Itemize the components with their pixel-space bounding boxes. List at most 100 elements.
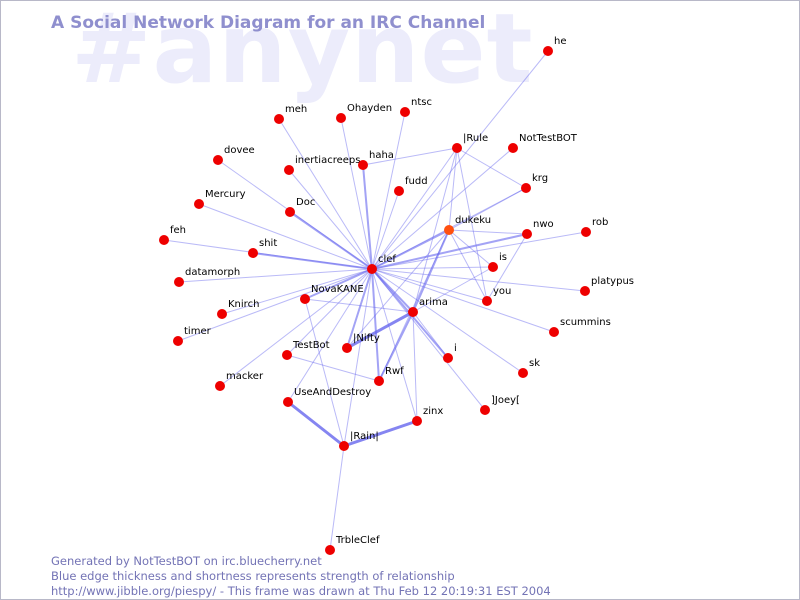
- node-label: UseAndDestroy: [294, 387, 371, 398]
- edge-clef-platypus: [371, 268, 586, 292]
- edge-clef-shit: [252, 252, 373, 270]
- node-dot: [284, 165, 294, 175]
- node-label: dukeku: [455, 215, 491, 226]
- node-irule: |Rule: [452, 133, 488, 153]
- edge-arima-rwf: [378, 311, 414, 382]
- edge-dukeku-nwo: [448, 229, 528, 235]
- edge-clef-irule: [371, 147, 458, 270]
- node-rob: rob: [581, 217, 608, 237]
- node-you: you: [482, 286, 511, 306]
- edge-irule-dukeku: [448, 147, 458, 231]
- node-mercury: Mercury: [194, 189, 246, 209]
- node-label: arima: [419, 297, 448, 308]
- node-novakane: NovaKANE: [300, 284, 364, 304]
- node-dot: [358, 160, 368, 170]
- node-label: is: [499, 252, 507, 263]
- node-label: zinx: [423, 406, 443, 417]
- node-label: dovee: [224, 145, 255, 156]
- node-arima: arima: [408, 297, 448, 317]
- edge-nwo-you: [486, 233, 528, 302]
- edge-dukeku-you: [448, 229, 488, 302]
- node-timer: timer: [173, 326, 212, 346]
- node-dot: [285, 207, 295, 217]
- node-doc: Doc: [285, 197, 315, 217]
- node-dot: [159, 235, 169, 245]
- node-nottestbot: NotTestBOT: [508, 133, 578, 153]
- edge-clef-scummins: [371, 268, 555, 333]
- edge-irule-you: [456, 147, 488, 302]
- node-label: nwo: [533, 219, 554, 230]
- edge-haha-irule: [362, 147, 458, 166]
- node-dot: [480, 405, 490, 415]
- node-dot: [174, 277, 184, 287]
- edge-arima-nifty: [345, 310, 415, 350]
- node-label: shit: [259, 238, 277, 249]
- node-dot: [444, 225, 454, 235]
- node-dot: [580, 286, 590, 296]
- node-label: datamorph: [185, 267, 240, 278]
- node-label: feh: [170, 225, 186, 236]
- node-dot: [394, 186, 404, 196]
- edge-clef-he: [371, 50, 549, 270]
- node-is: is: [488, 252, 507, 272]
- edge-layer: [163, 50, 587, 551]
- node-label: Knirch: [228, 299, 259, 310]
- node-inertiacreeps: inertiacreeps: [284, 155, 360, 175]
- edge-clef-knirch: [221, 268, 373, 315]
- node-joey: ]Joey[: [480, 395, 520, 415]
- node-label: macker: [226, 371, 264, 382]
- node-dot: [282, 350, 292, 360]
- edge-arima-i: [412, 311, 449, 359]
- node-i: i: [443, 343, 457, 363]
- node-dot: [325, 545, 335, 555]
- edge-clef-macker: [219, 268, 373, 387]
- edge-clef-joey: [371, 268, 486, 411]
- edge-rain-novakane: [304, 298, 345, 447]
- node-dot: [248, 248, 258, 258]
- edge-clef-timer: [177, 268, 373, 342]
- node-feh: feh: [159, 225, 186, 245]
- node-dot: [443, 353, 453, 363]
- node-macker: macker: [215, 371, 264, 391]
- edge-clef-dukeku: [371, 229, 450, 270]
- node-label: TestBot: [292, 340, 330, 351]
- node-label: ntsc: [411, 97, 432, 108]
- footer-legend: Blue edge thickness and shortness repres…: [51, 569, 455, 583]
- edge-arima-novakane: [304, 298, 414, 313]
- edge-irule-arima: [412, 147, 458, 313]
- node-haha: haha: [358, 150, 394, 170]
- edge-clef-haha: [362, 164, 373, 270]
- node-krg: krg: [521, 173, 548, 193]
- node-zinx: zinx: [412, 406, 443, 426]
- node-dot: [488, 262, 498, 272]
- edge-clef-meh: [278, 118, 373, 270]
- node-platypus: platypus: [580, 276, 634, 296]
- node-dot: [217, 309, 227, 319]
- edge-clef-nwo: [371, 233, 528, 270]
- node-knirch: Knirch: [217, 299, 259, 319]
- edge-clef-nifty: [346, 268, 373, 349]
- edge-clef-rwf: [371, 268, 380, 382]
- node-dot: [374, 376, 384, 386]
- edge-clef-fudd: [371, 190, 400, 270]
- edge-testbot-rwf: [286, 354, 380, 382]
- node-label: sk: [529, 358, 540, 369]
- footer-generated-by: Generated by NotTestBOT on irc.bluecherr…: [51, 554, 322, 568]
- node-dot: [213, 155, 223, 165]
- node-rwf: Rwf: [374, 366, 404, 386]
- edge-clef-doc: [289, 211, 373, 270]
- node-label: platypus: [591, 276, 634, 287]
- node-dot: [194, 199, 204, 209]
- edge-useanddestroy-rain: [286, 400, 346, 448]
- node-rain: |Rain|: [339, 431, 379, 451]
- edge-clef-rob: [371, 231, 587, 270]
- node-label: scummins: [560, 317, 611, 328]
- node-label: |Nifty: [353, 333, 380, 344]
- node-label: krg: [532, 173, 548, 184]
- node-dot: [342, 343, 352, 353]
- node-scummins: scummins: [549, 317, 611, 337]
- node-dovee: dovee: [213, 145, 255, 165]
